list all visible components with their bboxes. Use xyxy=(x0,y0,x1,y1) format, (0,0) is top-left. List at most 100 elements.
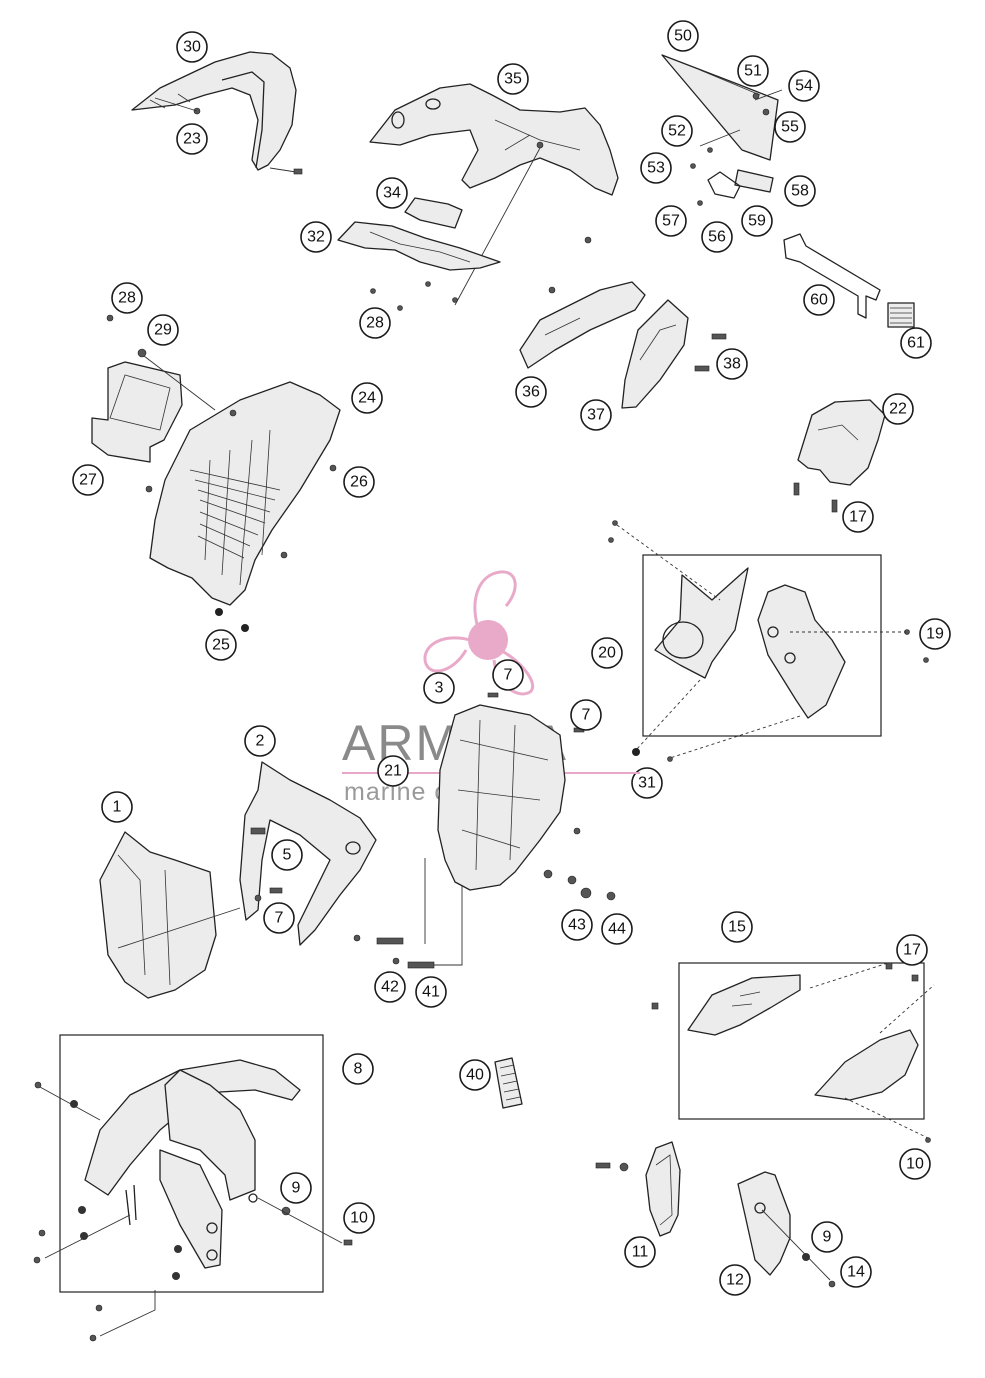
callout-55: 55 xyxy=(774,111,806,143)
callout-27: 27 xyxy=(72,464,104,496)
callout-51: 51 xyxy=(737,55,769,87)
svg-text:51: 51 xyxy=(744,63,762,80)
callout-9-left: 9 xyxy=(280,1172,312,1204)
watermark-logo xyxy=(423,570,535,696)
callout-28-left: 28 xyxy=(111,282,143,314)
callout-59: 59 xyxy=(741,205,773,237)
callout-53: 53 xyxy=(640,152,672,184)
part-50-plate-holder xyxy=(661,54,783,206)
svg-text:21: 21 xyxy=(384,763,402,780)
svg-text:10: 10 xyxy=(906,1156,924,1173)
part-35-tail-cover xyxy=(369,83,619,196)
svg-text:12: 12 xyxy=(726,1272,744,1289)
callout-23: 23 xyxy=(176,123,208,155)
svg-text:19: 19 xyxy=(926,626,944,643)
part-27-panel xyxy=(91,314,216,463)
svg-text:56: 56 xyxy=(708,229,726,246)
part-15-side-cover-set xyxy=(651,962,935,1143)
svg-text:7: 7 xyxy=(582,707,591,724)
callout-2: 2 xyxy=(244,725,276,757)
svg-text:5: 5 xyxy=(283,847,292,864)
svg-text:29: 29 xyxy=(154,322,172,339)
svg-text:50: 50 xyxy=(674,28,692,45)
svg-text:54: 54 xyxy=(795,78,813,95)
svg-text:59: 59 xyxy=(748,213,766,230)
callout-34: 34 xyxy=(376,177,408,209)
svg-text:9: 9 xyxy=(823,1229,832,1246)
callout-38: 38 xyxy=(716,348,748,380)
callout-50: 50 xyxy=(667,20,699,52)
svg-text:20: 20 xyxy=(598,645,616,662)
svg-text:11: 11 xyxy=(632,1244,649,1261)
svg-text:23: 23 xyxy=(183,131,201,148)
callout-17-lower: 17 xyxy=(896,934,928,966)
callout-10-left: 10 xyxy=(343,1202,375,1234)
svg-text:40: 40 xyxy=(466,1067,484,1084)
callout-20: 20 xyxy=(591,637,623,669)
callout-8: 8 xyxy=(342,1053,374,1085)
callout-43: 43 xyxy=(561,909,593,941)
svg-text:22: 22 xyxy=(889,401,907,418)
svg-text:17: 17 xyxy=(849,509,867,526)
svg-text:31: 31 xyxy=(638,775,656,792)
svg-text:7: 7 xyxy=(504,667,513,684)
callout-17-upper: 17 xyxy=(842,501,874,533)
callout-60: 60 xyxy=(803,284,835,316)
callout-44: 44 xyxy=(601,913,633,945)
callout-25: 25 xyxy=(205,629,237,661)
callout-22: 22 xyxy=(882,393,914,425)
callout-15: 15 xyxy=(721,911,753,943)
svg-text:43: 43 xyxy=(568,917,586,934)
svg-text:38: 38 xyxy=(723,356,741,373)
svg-text:61: 61 xyxy=(907,335,925,352)
part-40-grille xyxy=(494,1057,523,1109)
callout-1: 1 xyxy=(101,791,133,823)
svg-text:8: 8 xyxy=(354,1061,363,1078)
svg-text:25: 25 xyxy=(212,637,230,654)
svg-text:7: 7 xyxy=(275,910,284,927)
callout-36: 36 xyxy=(515,376,547,408)
callout-57: 57 xyxy=(655,205,687,237)
callout-56: 56 xyxy=(701,221,733,253)
svg-text:58: 58 xyxy=(791,183,809,200)
callout-35: 35 xyxy=(497,63,529,95)
callout-5: 5 xyxy=(271,839,303,871)
callout-54: 54 xyxy=(788,70,820,102)
part-34-bracket xyxy=(404,197,463,229)
svg-text:3: 3 xyxy=(435,680,444,697)
callout-11: 11 xyxy=(624,1236,656,1268)
svg-text:41: 41 xyxy=(422,984,440,1001)
callout-37: 37 xyxy=(580,399,612,431)
part-8-front-mudguard xyxy=(33,1059,353,1342)
callout-61: 61 xyxy=(900,327,932,359)
svg-text:28: 28 xyxy=(366,315,384,332)
part-12-cover xyxy=(737,1171,836,1288)
svg-text:53: 53 xyxy=(647,160,665,177)
callout-21: 21 xyxy=(377,755,409,787)
part-60-plate-bracket xyxy=(783,233,881,319)
svg-text:34: 34 xyxy=(383,185,401,202)
svg-text:55: 55 xyxy=(781,119,799,136)
callout-52: 52 xyxy=(661,115,693,147)
callout-19: 19 xyxy=(919,618,951,650)
svg-text:24: 24 xyxy=(358,390,376,407)
svg-text:52: 52 xyxy=(668,123,686,140)
svg-text:15: 15 xyxy=(728,919,746,936)
callout-7-top: 7 xyxy=(492,659,524,691)
part-1-headlight-mask xyxy=(99,831,241,999)
svg-text:42: 42 xyxy=(381,979,399,996)
callout-14: 14 xyxy=(840,1256,872,1288)
part-30-seat-cowl xyxy=(131,51,303,175)
callout-30: 30 xyxy=(176,31,208,63)
callout-28-top: 28 xyxy=(359,307,391,339)
callout-58: 58 xyxy=(784,175,816,207)
part-32-seat-base xyxy=(337,221,501,311)
svg-text:30: 30 xyxy=(183,39,201,56)
svg-text:2: 2 xyxy=(256,733,265,750)
callout-24: 24 xyxy=(351,382,383,414)
callout-26: 26 xyxy=(343,466,375,498)
svg-text:32: 32 xyxy=(307,229,325,246)
svg-text:1: 1 xyxy=(113,799,122,816)
part-37-side-panel xyxy=(621,299,727,409)
